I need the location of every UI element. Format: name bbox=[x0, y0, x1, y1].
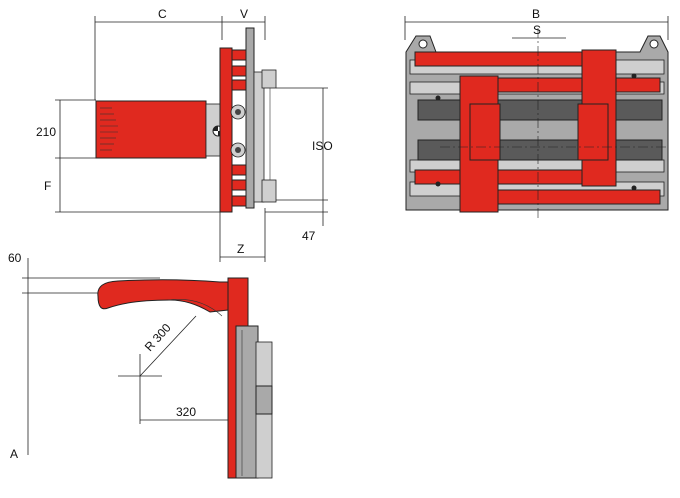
label-210: 210 bbox=[36, 125, 56, 139]
label-radius: R 300 bbox=[142, 321, 174, 354]
label-iso: ISO bbox=[312, 139, 333, 153]
label-60: 60 bbox=[8, 251, 22, 265]
slider-left bbox=[469, 103, 501, 161]
clamp-arm-plan bbox=[95, 100, 207, 159]
label-47: 47 bbox=[302, 229, 316, 243]
center-marker-quadrant-a bbox=[213, 126, 218, 131]
arm-hatching bbox=[100, 107, 118, 151]
label-b: B bbox=[532, 7, 540, 21]
carriage-hooks bbox=[231, 49, 247, 207]
radius-line bbox=[139, 315, 197, 377]
label-320: 320 bbox=[176, 405, 196, 419]
lifting-eye-right bbox=[649, 39, 659, 49]
label-a: A bbox=[10, 447, 18, 461]
bolt-3 bbox=[631, 73, 637, 79]
cylinder-head bbox=[261, 69, 277, 89]
pivot-top-pin bbox=[235, 109, 241, 115]
cylinder-foot bbox=[261, 179, 277, 203]
arm-left-bottom bbox=[414, 169, 586, 185]
label-c: C bbox=[158, 7, 167, 21]
arm-left-top bbox=[414, 51, 586, 67]
bolt-2 bbox=[435, 181, 441, 187]
side-view: 60 A R 300 320 bbox=[8, 251, 273, 479]
pivot-bottom-pin bbox=[235, 147, 241, 153]
label-f: F bbox=[44, 179, 51, 193]
cylinder-body bbox=[253, 71, 265, 203]
guide-shaft-bottom bbox=[417, 139, 663, 161]
slider-right bbox=[577, 103, 609, 161]
label-v: V bbox=[240, 7, 248, 21]
mast-bracket bbox=[255, 385, 273, 415]
carriage-upright bbox=[245, 27, 255, 209]
label-z: Z bbox=[237, 242, 244, 256]
curved-clamp-arm bbox=[97, 279, 229, 313]
front-view: B S bbox=[404, 7, 669, 220]
label-s: S bbox=[533, 23, 541, 37]
bolt-1 bbox=[435, 95, 441, 101]
arm-inner-contour bbox=[167, 299, 223, 317]
guide-shaft-top bbox=[417, 99, 663, 121]
carriage-plate bbox=[235, 325, 259, 479]
back-plate bbox=[219, 47, 233, 213]
lifting-eye-left bbox=[418, 39, 428, 49]
bolt-4 bbox=[631, 185, 637, 191]
top-left-view: C V 210 F bbox=[36, 7, 333, 262]
